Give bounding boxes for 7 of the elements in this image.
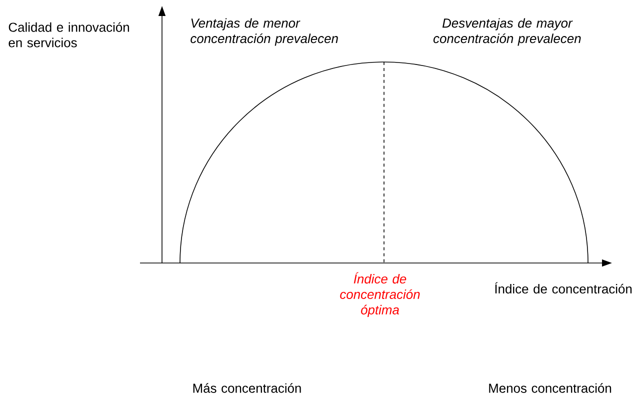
axis-label: Calidad e innovación en servicios bbox=[8, 22, 129, 48]
region-note: Ventajas de menor concentración prevalecen bbox=[190, 18, 338, 46]
direction-label: Más concentración bbox=[193, 383, 301, 393]
direction-label: Menos concentración bbox=[489, 383, 612, 393]
optimum-label: Índice de concentración óptima bbox=[340, 272, 420, 317]
region-note: Desventajas de mayor concentración prevalecen bbox=[433, 18, 581, 46]
axis-label: Índice de concentración bbox=[495, 282, 632, 294]
